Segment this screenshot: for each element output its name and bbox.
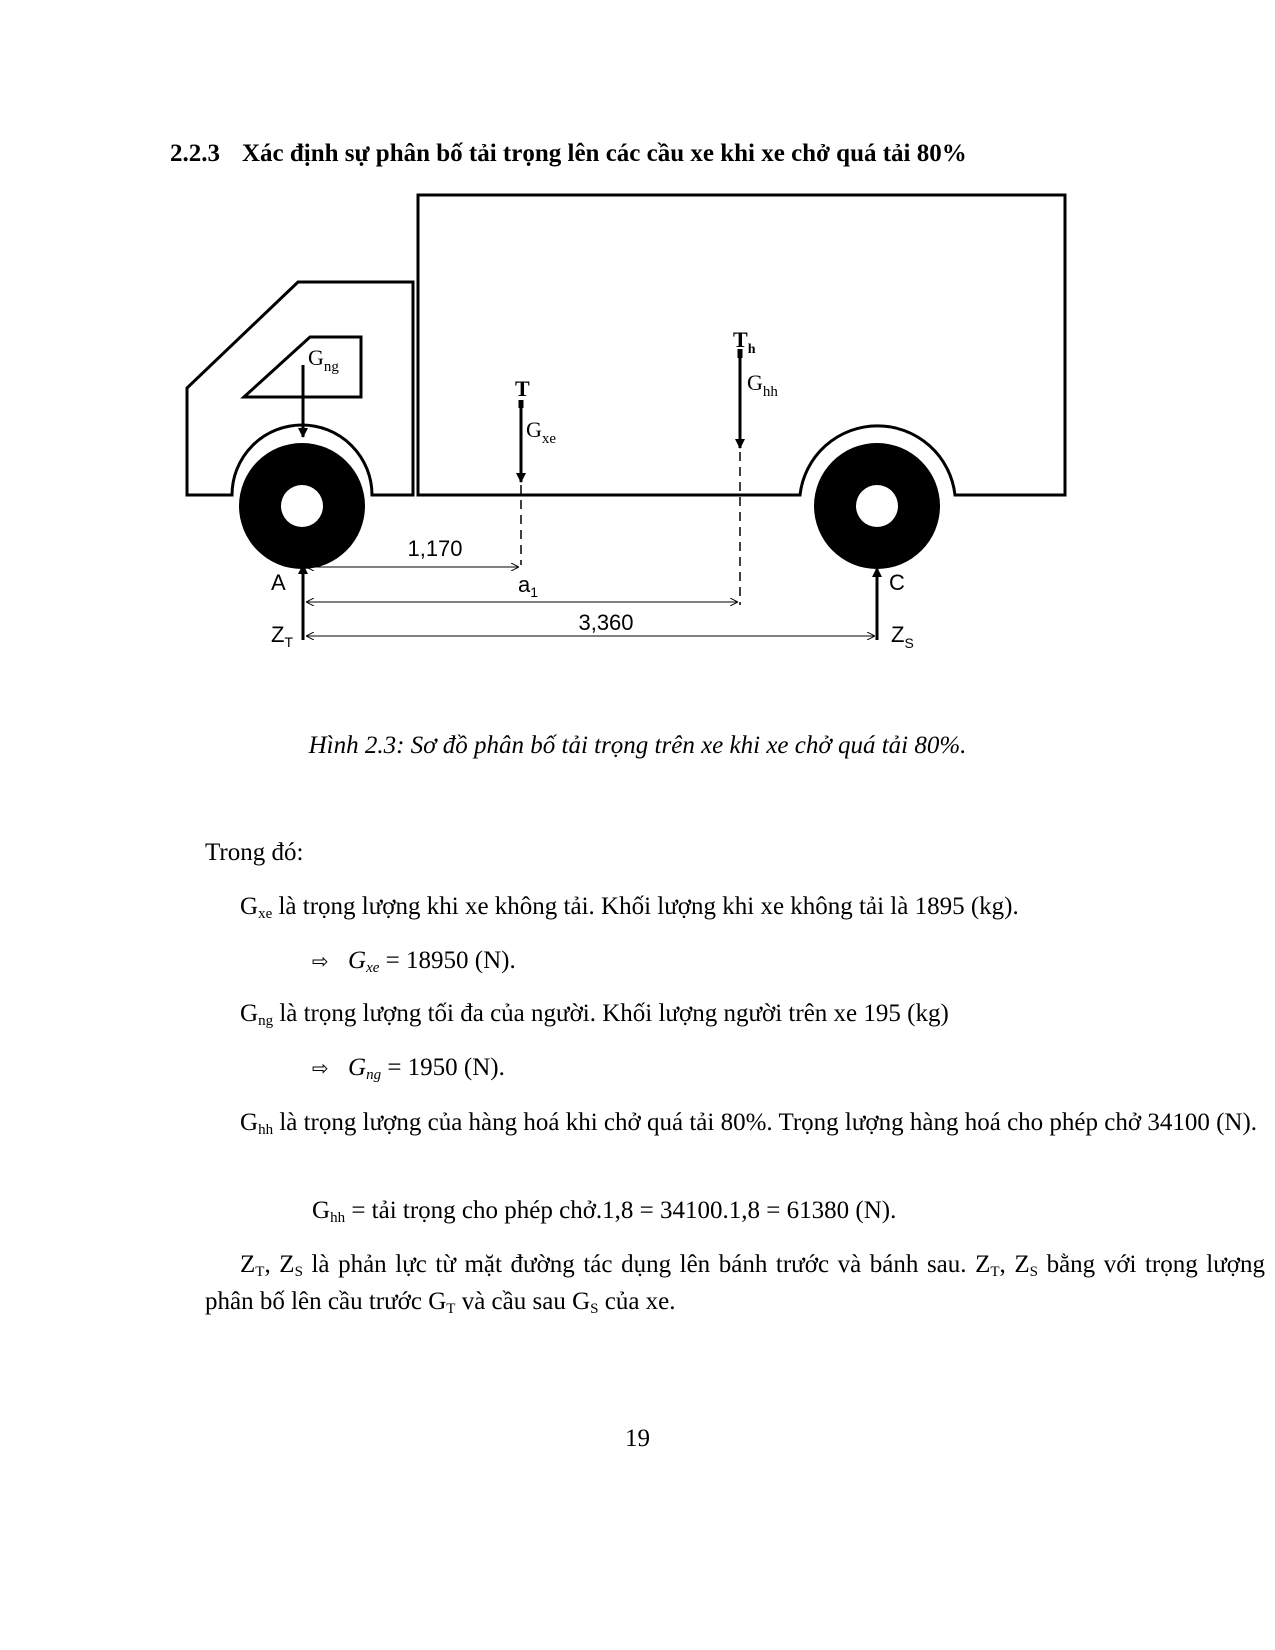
th-label: Th <box>733 327 756 357</box>
z-s-label: ZS <box>891 622 914 651</box>
g-hh-label: Ghh <box>747 370 778 400</box>
cab-window <box>240 335 363 399</box>
implies-arrow-icon: ⇨ <box>312 949 329 973</box>
gxe-result: ⇨Gxe = 18950 (N). <box>312 944 516 981</box>
point-c-label: C <box>889 570 905 595</box>
gng-paragraph: Gng là trọng lượng tối đa của người. Khố… <box>240 1000 949 1029</box>
ghh-paragraph: Ghh là trọng lượng của hàng hoá khi chở … <box>240 1109 1258 1138</box>
rear-wheel-hub <box>856 485 898 527</box>
z-paragraph: ZT, ZS là phản lực từ mặt đường tác dụng… <box>205 1251 1266 1317</box>
gxe-paragraph: Gxe là trọng lượng khi xe không tải. Khố… <box>240 893 1019 922</box>
ghh-formula: Ghh = tải trọng cho phép chở.1,8 = 34100… <box>312 1197 897 1226</box>
implies-arrow-icon: ⇨ <box>312 1056 329 1080</box>
point-a-label: A <box>271 570 286 595</box>
dim-a1-label: a1 <box>518 572 538 600</box>
gng-result: ⇨Gng = 1950 (N). <box>312 1051 505 1088</box>
section-number: 2.2.3 <box>170 140 220 167</box>
g-ng-label: Gng <box>308 345 339 375</box>
section-heading: 2.2.3 Xác định sự phân bố tải trọng lên c… <box>170 140 967 168</box>
dim-1170-label: 1,170 <box>407 536 462 561</box>
dim-3360-label: 3,360 <box>578 610 633 635</box>
figure-caption: Hình 2.3: Sơ đồ phân bố tải trọng trên x… <box>308 732 967 759</box>
truck-load-diagram: Gng T Gxe Th Ghh 1,170 a1 3,360 A C ZT Z… <box>185 193 1067 651</box>
front-wheel-hub <box>281 485 323 527</box>
page-number: 19 <box>625 1425 650 1452</box>
section-title: Xác định sự phân bố tải trọng lên các cầ… <box>242 140 967 167</box>
cargo-box <box>416 193 1067 497</box>
z-t-label: ZT <box>271 622 293 650</box>
cab-outline <box>185 280 415 497</box>
g-xe-label: Gxe <box>526 417 556 447</box>
intro-text: Trong đó: <box>205 839 304 866</box>
t-label: T <box>515 376 530 401</box>
